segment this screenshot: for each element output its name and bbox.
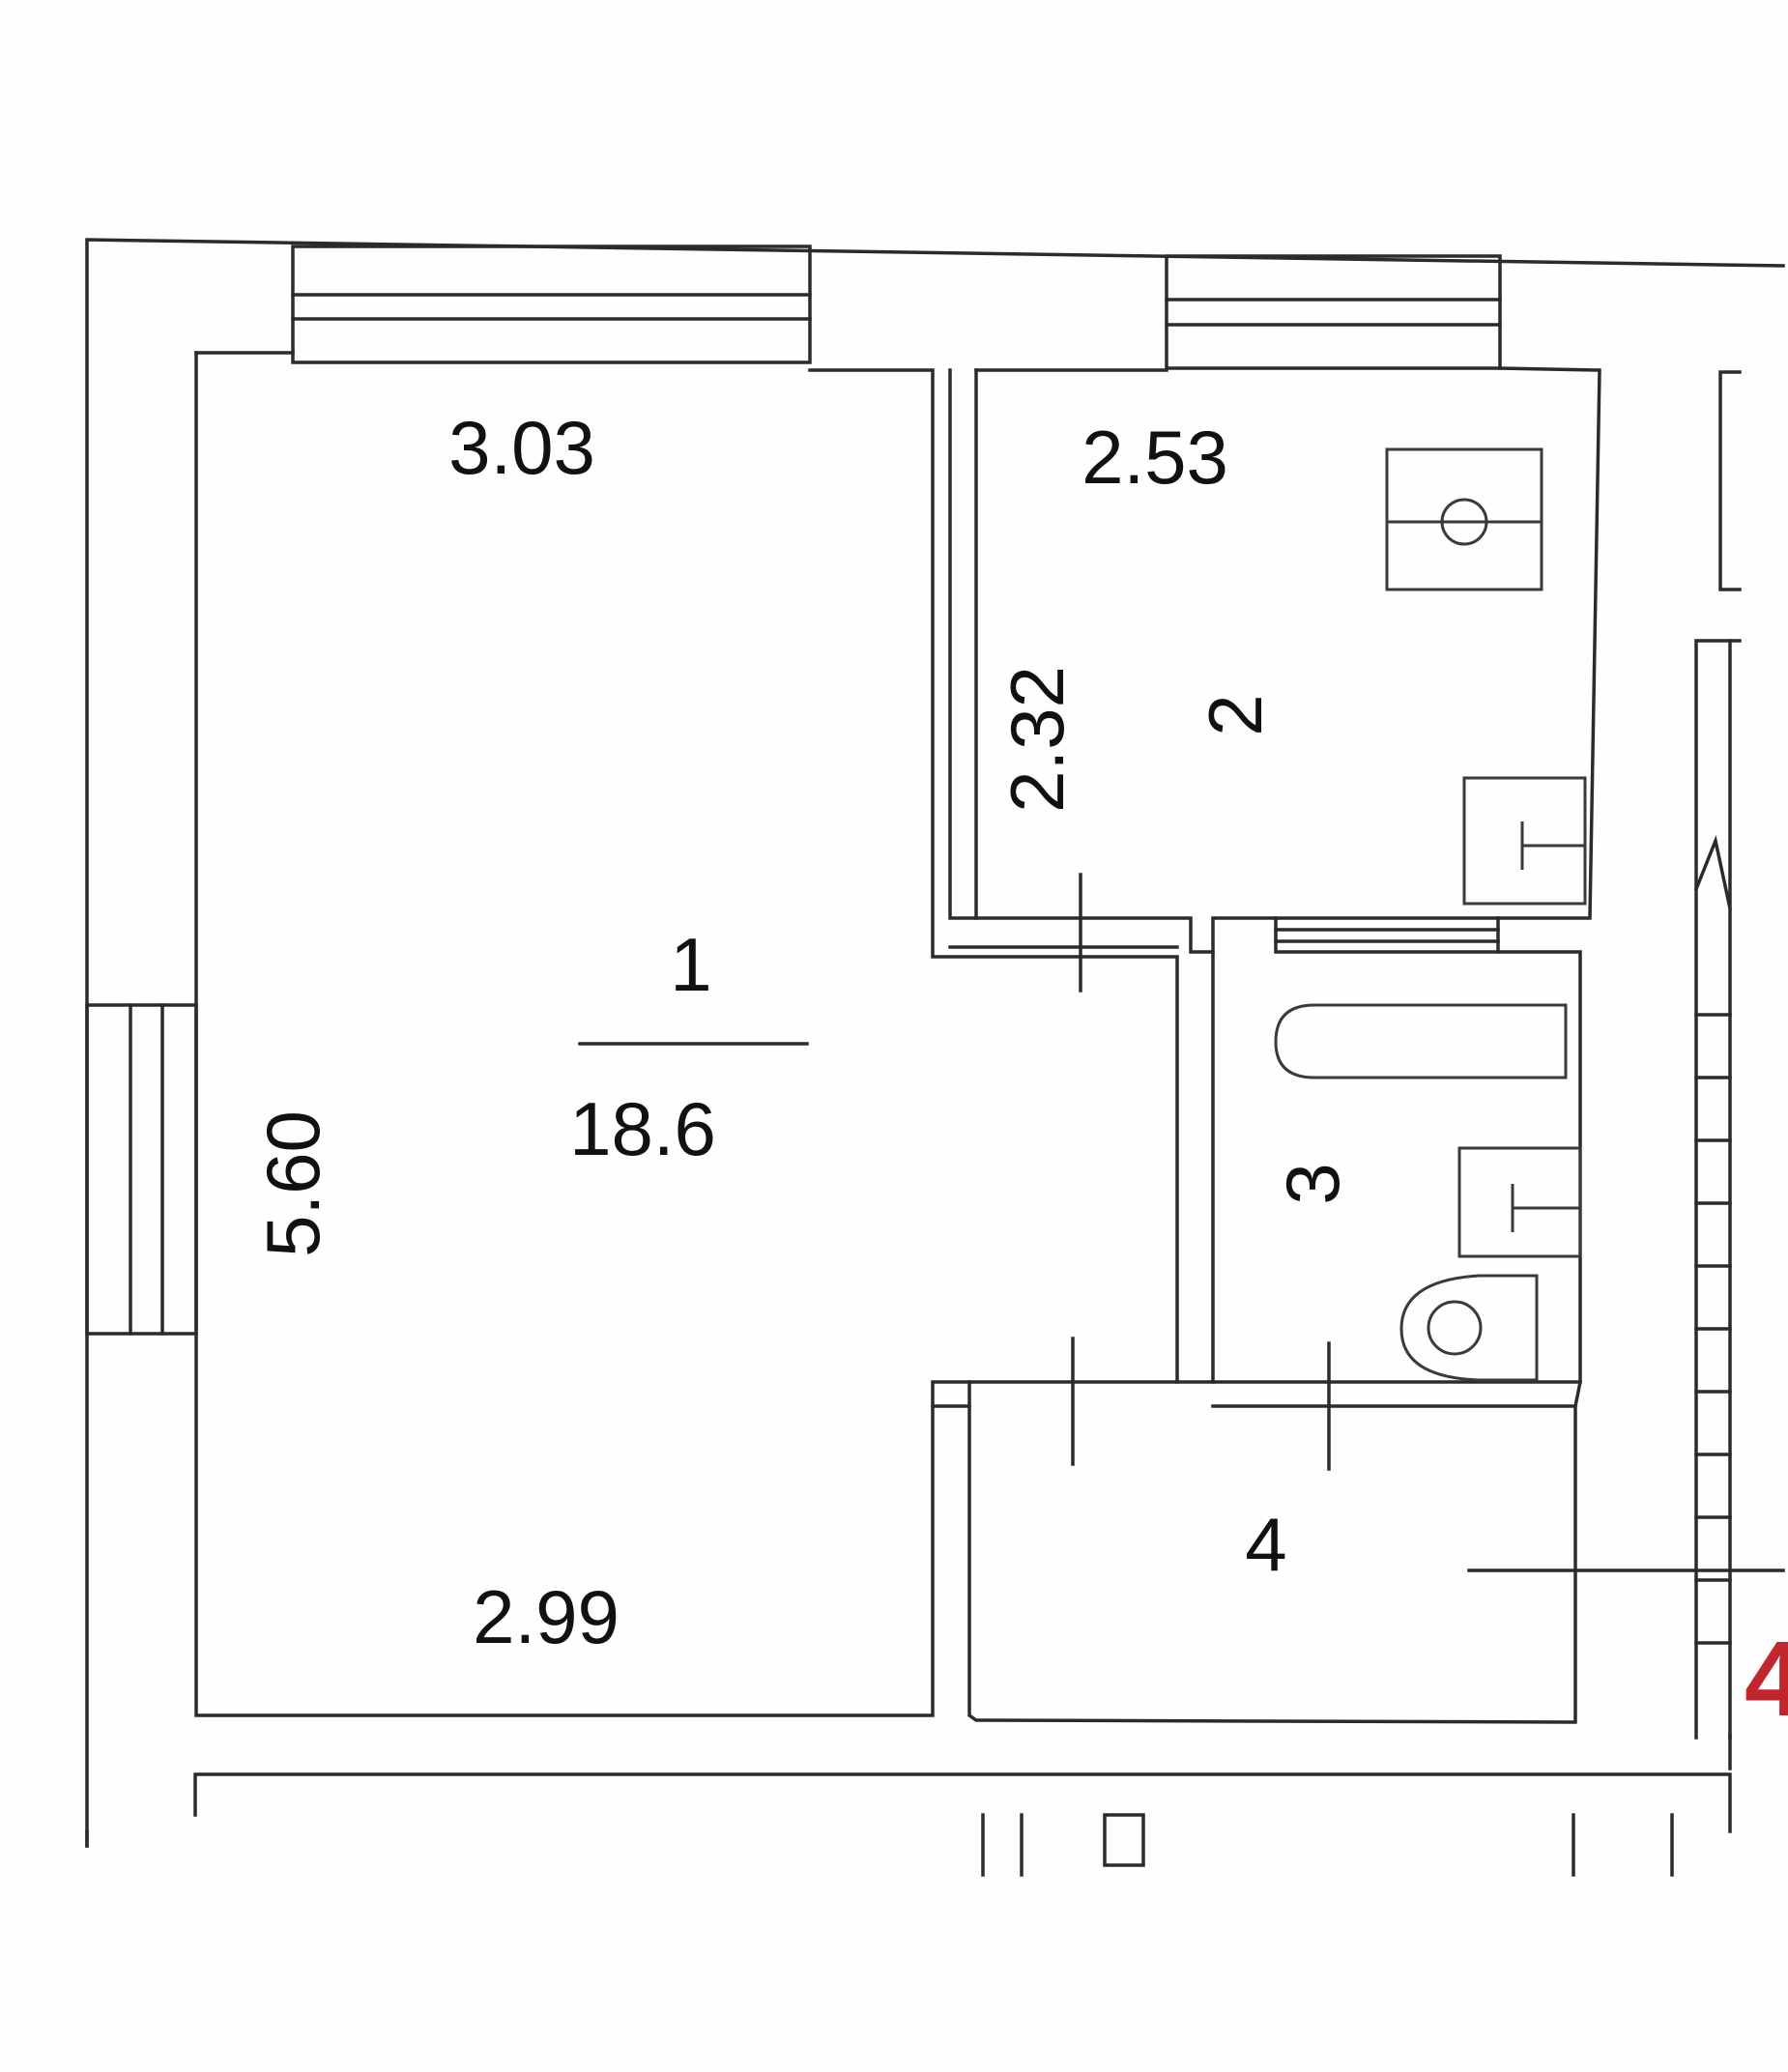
window-top-right bbox=[1165, 254, 1502, 370]
room-1-area: 18.6 bbox=[569, 1086, 716, 1171]
stair-right bbox=[1693, 370, 1742, 1770]
dimension-room-1-top: 3.03 bbox=[448, 405, 595, 490]
room-1-number: 1 bbox=[670, 922, 711, 1007]
door-room-2 bbox=[1274, 916, 1500, 954]
dimension-room-2-top: 2.53 bbox=[1081, 415, 1228, 500]
room-4 bbox=[931, 1379, 1583, 1724]
toilet-icon bbox=[1399, 1274, 1539, 1382]
dimension-room-1-bottom: 2.99 bbox=[473, 1574, 620, 1659]
stove-icon bbox=[1385, 447, 1543, 591]
room-1 bbox=[194, 351, 1179, 1717]
room-2 bbox=[948, 366, 1601, 954]
kitchen-sink-icon bbox=[1462, 776, 1587, 906]
wall-ticks bbox=[1071, 873, 1785, 1572]
room-3-number: 3 bbox=[1270, 1163, 1355, 1204]
window-left bbox=[85, 1003, 198, 1336]
window-top-left bbox=[291, 245, 812, 364]
dimension-room-2-side: 2.32 bbox=[995, 666, 1080, 813]
outer-walls bbox=[85, 238, 1785, 1848]
wash-basin-icon bbox=[1457, 1146, 1582, 1258]
bathtub-icon bbox=[1274, 1003, 1568, 1079]
bottom-details bbox=[981, 1813, 1674, 1877]
edge-mark: 4 bbox=[1745, 1620, 1788, 1739]
room-2-number: 2 bbox=[1193, 694, 1278, 735]
dimension-room-1-left: 5.60 bbox=[250, 1110, 335, 1257]
room-3 bbox=[1175, 950, 1582, 1384]
room-4-number: 4 bbox=[1245, 1502, 1286, 1587]
